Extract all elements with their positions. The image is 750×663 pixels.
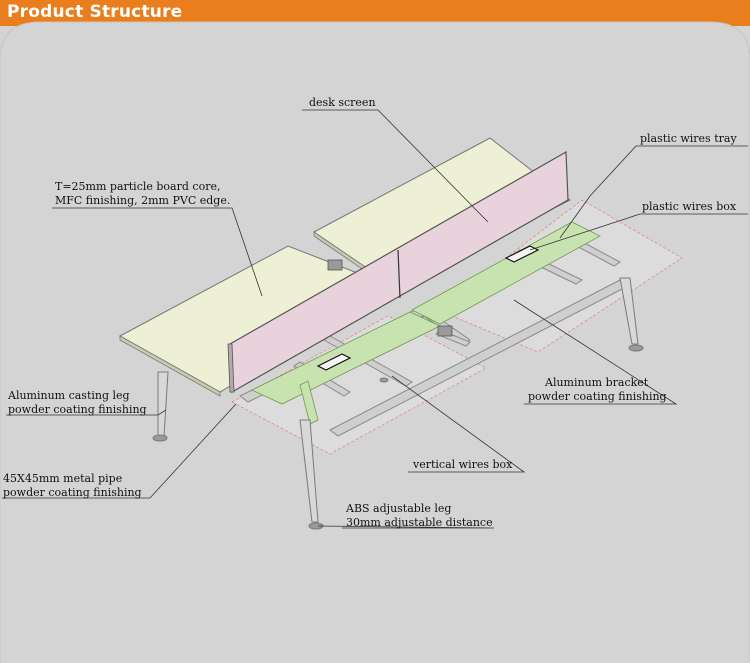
label-board-line1: T=25mm particle board core, <box>55 180 221 193</box>
legs <box>152 277 644 530</box>
leader-wires-tray <box>559 145 748 239</box>
leader-lines <box>2 109 748 529</box>
leader-desk-screen <box>302 109 489 223</box>
page-title: Product Structure <box>7 2 183 22</box>
screen-joint <box>397 249 401 299</box>
label-abs-leg-line1: ABS adjustable leg <box>346 502 452 515</box>
casting-leg-front <box>299 419 319 523</box>
leg-foot-left <box>152 434 168 442</box>
label-board-line2: MFC finishing, 2mm PVC edge. <box>55 194 231 207</box>
label-bracket-line1: Aluminum bracket <box>545 376 649 389</box>
label-metal-pipe-line2: powder coating finishing <box>3 486 142 499</box>
leader-metal-pipe <box>2 403 237 499</box>
vertical-wires-box <box>299 380 319 425</box>
desk-screen-frame <box>227 343 235 393</box>
label-casting-leg-line2: powder coating finishing <box>8 403 147 416</box>
label-abs-leg-line2: 30mm adjustable distance <box>346 516 493 529</box>
leader-casting-leg <box>6 409 167 416</box>
screen-bracket-right <box>437 325 453 337</box>
leader-bracket <box>513 299 678 405</box>
casting-leg-right <box>619 277 639 345</box>
leg-foot-center <box>379 377 389 383</box>
wire-box-left <box>316 353 352 371</box>
label-plastic-wires-box: plastic wires box <box>642 200 737 213</box>
leader-wires-box <box>529 213 748 251</box>
label-plastic-wires-tray: plastic wires tray <box>640 132 737 145</box>
label-desk-screen: desk screen <box>309 96 376 109</box>
label-bracket-line2: powder coating finishing <box>528 390 667 403</box>
label-metal-pipe-line1: 45X45mm metal pipe <box>3 472 123 485</box>
screen-bracket-left <box>327 259 343 271</box>
leader-vertical-box <box>391 375 526 473</box>
label-vertical-wires-box: vertical wires box <box>413 458 513 471</box>
desktop-left-edge <box>119 335 221 397</box>
floor-shadow-left <box>231 315 487 455</box>
leg-foot-right <box>628 344 644 352</box>
leader-abs-leg <box>317 525 495 529</box>
label-casting-leg-line1: Aluminum casting leg <box>8 389 130 402</box>
leader-board <box>52 207 263 297</box>
